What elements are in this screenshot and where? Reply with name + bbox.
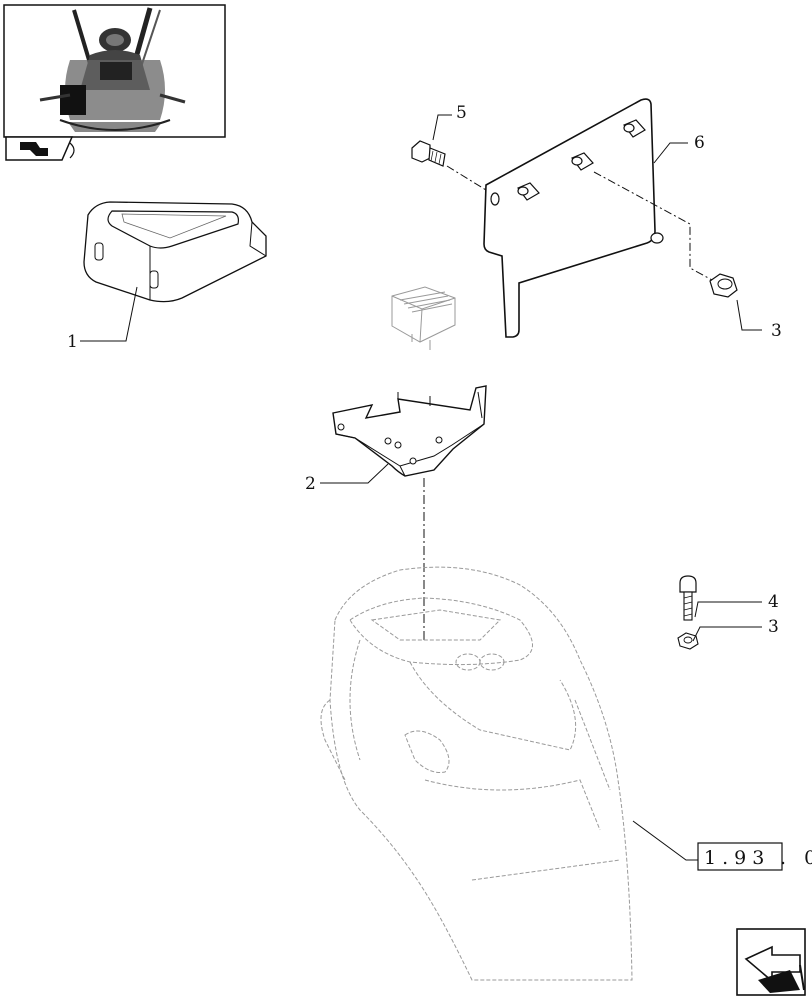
- part-6-plate: [483, 98, 664, 338]
- callout-1: 1: [67, 332, 78, 352]
- reference-boxed: 1.93: [704, 847, 770, 869]
- dashboard-housing-ghost: [320, 566, 633, 981]
- relay-ghost: [391, 286, 456, 350]
- callout-3-lower: 3: [768, 617, 779, 637]
- part-1-cover: [83, 201, 267, 303]
- leader-lines: [80, 114, 762, 861]
- callout-4: 4: [768, 592, 779, 612]
- thumbnail-nav-icon[interactable]: [5, 136, 75, 161]
- part-5-bolt: [411, 140, 446, 167]
- assembly-line-5: [446, 165, 487, 191]
- callout-5: 5: [456, 103, 467, 123]
- part-3-washer-lower: [677, 632, 699, 650]
- part-3-nut-upper: [709, 273, 738, 298]
- arrow-back-icon[interactable]: [736, 928, 806, 996]
- assembly-line-3: [593, 171, 713, 281]
- callout-3-upper: 3: [771, 321, 782, 341]
- callout-2: 2: [305, 474, 316, 494]
- reference-suffix: . 0: [780, 847, 812, 869]
- part-2-bracket: [332, 385, 487, 477]
- part-4-screw: [679, 575, 697, 621]
- reference-link[interactable]: 1.93 . 0: [697, 842, 812, 871]
- callout-6: 6: [694, 133, 705, 153]
- tractor-thumbnail[interactable]: [3, 4, 226, 138]
